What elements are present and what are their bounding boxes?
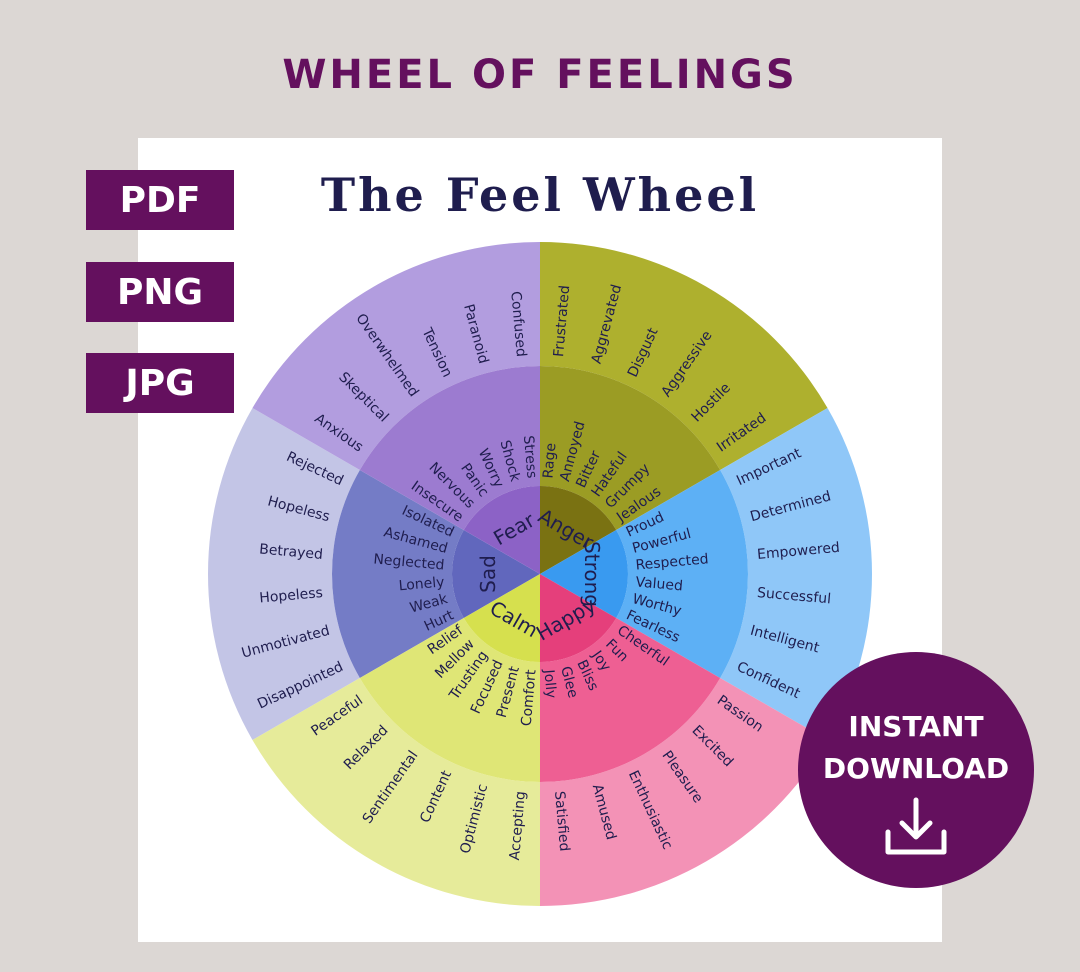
outer-label-satisfied: Satisfied — [551, 790, 572, 852]
middle-label-lonely: Lonely — [398, 574, 445, 594]
sector-happy-middle — [540, 618, 721, 782]
middle-label-glee: Glee — [557, 665, 581, 700]
instant-download-badge[interactable]: INSTANT DOWNLOAD — [798, 652, 1034, 888]
sector-sad-middle — [332, 470, 464, 678]
sector-calm-core — [463, 574, 540, 662]
sector-anger-core — [540, 486, 617, 574]
sector-sad-outer — [207, 408, 360, 740]
outer-label-hopeless: Hopeless — [259, 585, 324, 606]
core-label-sad: Sad — [476, 555, 500, 593]
middle-label-rage: Rage — [540, 442, 559, 479]
sector-fear-outer — [252, 241, 541, 470]
sector-strong-core — [540, 530, 628, 618]
middle-label-comfort: Comfort — [519, 668, 540, 726]
sector-anger-middle — [540, 366, 721, 530]
format-badge-pdf: PDF — [86, 170, 234, 230]
sector-anger-outer — [540, 242, 828, 470]
sector-calm-outer — [252, 678, 541, 906]
page-headline: WHEEL OF FEELINGS — [282, 52, 798, 98]
middle-label-neglected: Neglected — [373, 551, 445, 573]
middle-label-respected: Respected — [635, 551, 709, 573]
middle-label-stress: Stress — [520, 435, 540, 479]
middle-label-jolly: Jolly — [540, 668, 559, 699]
download-text-line2: DOWNLOAD — [822, 752, 1010, 785]
sector-sad-core — [452, 530, 540, 618]
wheel-title: The Feel Wheel — [320, 168, 760, 222]
format-badge-jpg: JPG — [86, 353, 234, 413]
outer-label-empowered: Empowered — [756, 540, 840, 563]
sector-strong-outer — [720, 408, 872, 740]
middle-label-valued: Valued — [635, 574, 684, 594]
sector-fear-middle — [359, 366, 540, 530]
outer-label-frustrated: Frustrated — [551, 285, 573, 358]
sector-calm-middle — [359, 618, 540, 782]
format-badge-png: PNG — [86, 262, 234, 322]
wheel-sectors — [207, 241, 872, 906]
sector-happy-outer — [540, 678, 828, 906]
core-label-strong: Strong — [580, 541, 604, 607]
download-icon — [885, 797, 947, 855]
outer-label-successful: Successful — [756, 585, 831, 607]
outer-label-betrayed: Betrayed — [259, 541, 324, 563]
sector-fear-core — [463, 486, 540, 574]
download-text-line1: INSTANT — [848, 710, 984, 743]
sector-happy-core — [540, 574, 617, 662]
outer-label-confused: Confused — [507, 291, 529, 358]
outer-label-accepting: Accepting — [507, 790, 529, 861]
sector-strong-middle — [616, 470, 749, 678]
